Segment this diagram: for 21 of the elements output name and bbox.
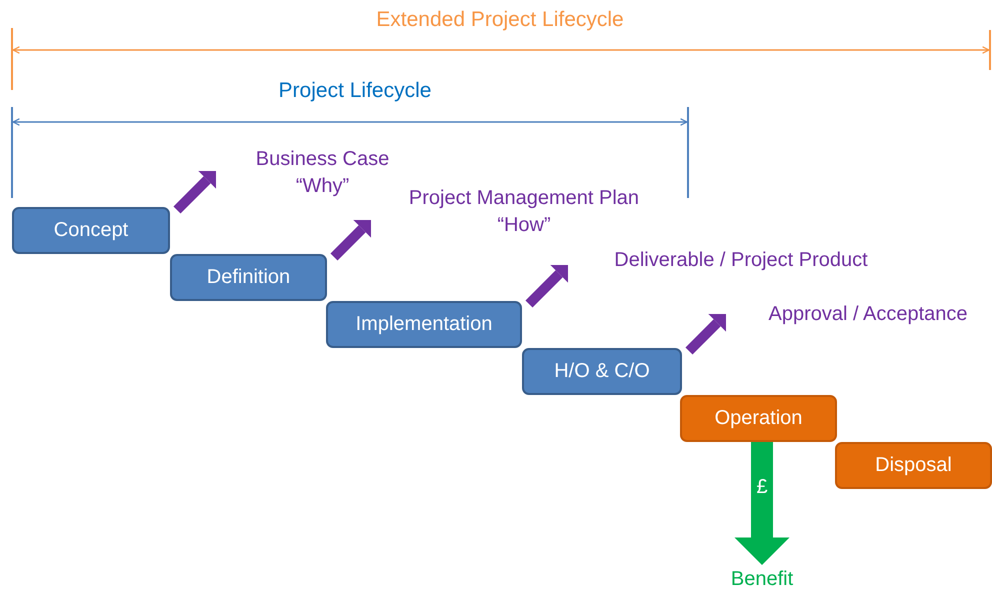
phase-box: Concept <box>12 207 170 254</box>
arrow <box>173 171 216 214</box>
output-label: Project Management Plan <box>408 186 640 211</box>
phase-box: Implementation <box>326 301 522 348</box>
benefit-label: Benefit <box>730 566 794 592</box>
phase-box: Disposal <box>835 442 992 489</box>
arrow <box>685 314 726 355</box>
arrow <box>734 442 790 565</box>
arrow <box>525 265 568 308</box>
output-label: Business Case <box>256 147 390 172</box>
output-label: Deliverable / Project Product <box>614 248 868 272</box>
output-label: Approval / Acceptance <box>768 302 968 326</box>
phase-box: H/O & C/O <box>522 348 682 395</box>
phase-box: Operation <box>680 395 837 442</box>
arrow <box>330 220 371 261</box>
edge-label: £ <box>756 476 768 499</box>
phase-box: Definition <box>170 254 327 301</box>
span-label: Project Lifecycle <box>278 79 432 103</box>
span-label: Extended Project Lifecycle <box>376 8 624 32</box>
output-label: “Why” <box>296 174 350 199</box>
output-label: “How” <box>497 213 551 238</box>
